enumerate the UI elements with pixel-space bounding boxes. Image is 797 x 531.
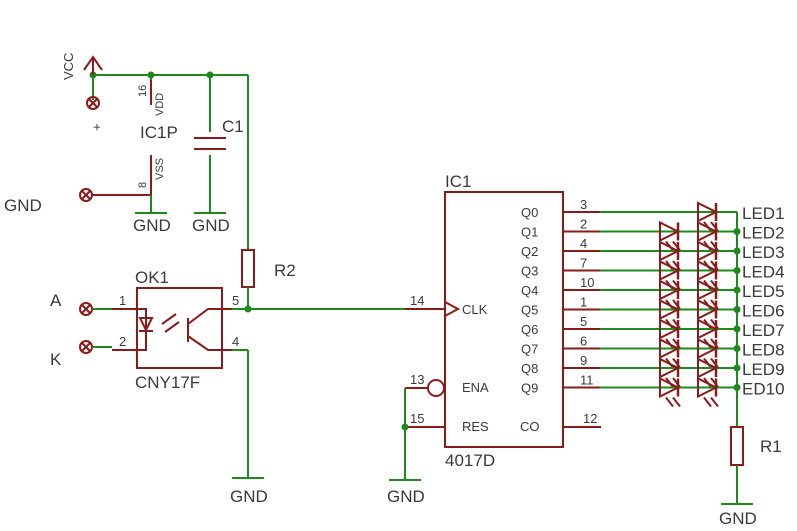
vcc-label: VCC: [61, 53, 76, 80]
ok1-pin2: 2: [119, 334, 126, 349]
led-label: LED8: [742, 341, 785, 360]
output-pin-number: 3: [580, 197, 587, 212]
terminal-a[interactable]: A: [50, 291, 112, 316]
led-label: LED7: [742, 321, 785, 340]
output-pin-name: Q1: [521, 225, 538, 240]
plus-label: +: [89, 123, 104, 131]
ok1-pin4: 4: [232, 334, 239, 349]
output-row-q8: Q8 9 LED9: [521, 353, 785, 388]
ic1-counter: IC1 4017D 14 CLK 13 ENA 15 RES CO 12: [405, 172, 601, 470]
gnd-input-terminal[interactable]: GND: [4, 188, 151, 215]
output-row-q0: Q0 3 LED1: [521, 197, 785, 232]
output-pin-name: Q7: [521, 342, 538, 357]
output-pin-name: Q8: [521, 361, 538, 376]
output-row-q4: Q4 10 LED5: [521, 275, 785, 310]
co-pin-number: 12: [583, 411, 597, 426]
led-icon: [659, 376, 681, 408]
vdd-pin-number: 16: [137, 85, 149, 97]
ok1-type-label: CNY17F: [135, 373, 200, 392]
led-icon: [697, 376, 719, 408]
output-pin-name: Q2: [521, 244, 538, 259]
output-pin-name: Q6: [521, 322, 538, 337]
clk-pin-name: CLK: [462, 302, 488, 317]
output-pin-number: 2: [580, 217, 587, 232]
clk-pin-number: 14: [410, 293, 424, 308]
gnd-ic1-label: GND: [387, 487, 425, 506]
res-pin-name: RES: [462, 419, 489, 434]
ok1-label: OK1: [135, 268, 169, 287]
led-label: ED10: [742, 380, 785, 399]
a-label: A: [50, 291, 62, 310]
output-pin-name: Q3: [521, 264, 538, 279]
led-common-rail: R1 GND: [719, 212, 782, 528]
vdd-label: VDD: [154, 93, 166, 116]
ic1-input-wiring: GND: [387, 388, 425, 506]
vss-label: VSS: [154, 158, 166, 180]
vss-pin-number: 8: [137, 182, 149, 188]
output-pin-number: 7: [580, 256, 587, 271]
gnd-r1-label: GND: [719, 509, 757, 528]
output-pin-number: 4: [580, 236, 587, 251]
optocoupler-ok1: OK1 CNY17F 1 2 5 4: [112, 268, 239, 392]
led-label: LED2: [742, 224, 785, 243]
ena-pin-name: ENA: [462, 380, 489, 395]
led-label: LED9: [742, 360, 785, 379]
gnd-ok1-label: GND: [230, 487, 268, 506]
led-label: LED5: [742, 282, 785, 301]
output-row-q1: Q1 2 LED2: [521, 217, 785, 252]
gnd-input-label: GND: [4, 196, 42, 215]
led-label: LED1: [742, 204, 785, 223]
output-pin-number: 6: [580, 334, 587, 349]
ic1-label: IC1: [445, 172, 471, 191]
r2-label: R2: [274, 261, 296, 280]
ok1-output-wiring: GND: [230, 305, 405, 506]
vcc-supply: VCC: [61, 53, 248, 80]
resistor-r2: R2: [241, 75, 296, 309]
output-row-q3: Q3 7 LED4: [521, 256, 785, 291]
output-pin-number: 11: [580, 373, 594, 388]
output-pin-number: 10: [580, 275, 594, 290]
capacitor-c1: C1 GND: [192, 75, 244, 235]
co-pin-name: CO: [520, 419, 540, 434]
gnd-ic1p-label: GND: [133, 216, 171, 235]
r1-label: R1: [760, 437, 782, 456]
ok1-pin5: 5: [232, 293, 239, 308]
ok1-pin1: 1: [119, 293, 126, 308]
k-label: K: [50, 350, 62, 369]
led-label: LED6: [742, 302, 785, 321]
ic1-type-label: 4017D: [445, 451, 495, 470]
output-pin-name: Q9: [521, 381, 538, 396]
led-label: LED3: [742, 243, 785, 262]
output-pin-number: 1: [580, 295, 587, 310]
output-pin-number: 9: [580, 353, 587, 368]
output-pin-number: 5: [580, 314, 587, 329]
ic1p-label: IC1P: [140, 123, 178, 142]
output-pin-name: Q4: [521, 283, 538, 298]
output-row-q2: Q2 4 LED3: [521, 236, 785, 271]
supply-plus-terminal[interactable]: +: [86, 75, 104, 131]
output-pin-name: Q0: [521, 205, 538, 220]
output-pin-name: Q5: [521, 303, 538, 318]
led-label: LED4: [742, 263, 785, 282]
res-pin-number: 15: [410, 411, 424, 426]
gnd-c1-label: GND: [192, 216, 230, 235]
terminal-k[interactable]: K: [50, 340, 112, 369]
ic1p-power-pins: 16 VDD IC1P 8 VSS GND: [133, 75, 178, 235]
output-row-q9: Q9 11 ED10: [521, 373, 785, 408]
c1-label: C1: [222, 117, 244, 136]
ena-pin-number: 13: [410, 372, 424, 387]
